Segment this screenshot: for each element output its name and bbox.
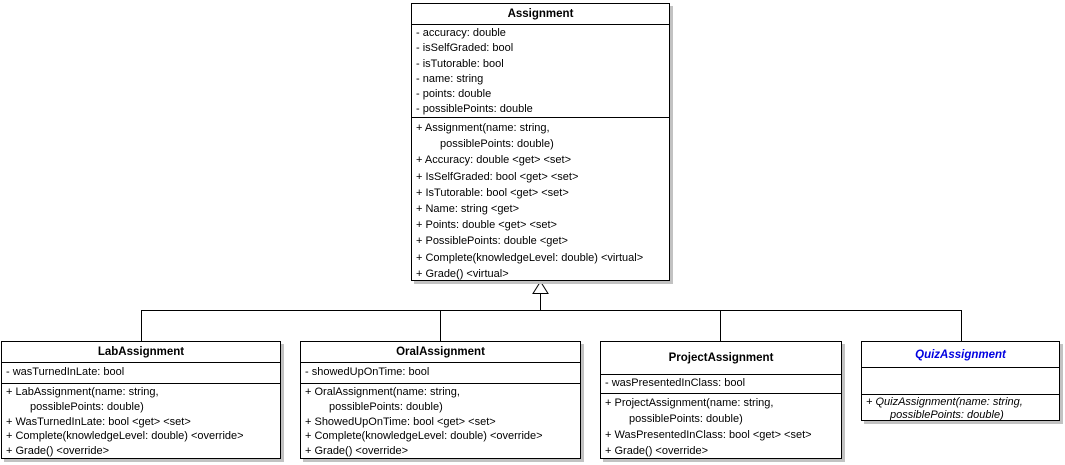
member-line: + PossiblePoints: double <get> [416,235,568,248]
connector-drop-oralassignment[interactable] [440,310,441,341]
generalization-rail-line[interactable] [141,310,962,311]
class-title: OralAssignment [301,342,580,363]
member-line: + WasPresentedInClass: bool <get> <set> [605,429,812,441]
member-line: + Accuracy: double <get> <set> [416,154,572,167]
member-line: + Points: double <get> <set> [416,219,557,232]
member-line: + Assignment(name: string, [416,122,550,134]
attributes-compartment: - wasPresentedInClass: bool [601,375,841,394]
generalization-stem-line[interactable] [540,293,541,311]
class-box-oralassignment[interactable]: OralAssignment - showedUpOnTime: bool + … [300,341,581,459]
member-line: + ProjectAssignment(name: string, [605,397,774,409]
member-line: - showedUpOnTime: bool [305,366,430,378]
class-box-assignment[interactable]: Assignment - accuracy: double - isSelfGra… [411,3,670,281]
methods-compartment: + Assignment(name: string, possiblePoints… [412,118,669,280]
methods-compartment: + OralAssignment(name: string, possiblePo… [301,384,580,458]
class-box-projectassignment[interactable]: ProjectAssignment - wasPresentedInClass:… [600,341,842,459]
attributes-compartment: - wasTurnedInLate: bool [2,363,280,384]
member-line: + WasTurnedInLate: bool <get> <set> [6,415,191,428]
member-line: + Complete(knowledgeLevel: double) <over… [305,430,543,443]
class-title: ProjectAssignment [601,342,841,375]
attributes-compartment: - showedUpOnTime: bool [301,363,580,384]
member-line: - name: string [416,72,484,85]
member-line: + Complete(knowledgeLevel: double) <over… [6,430,244,443]
attributes-compartment: - accuracy: double - isSelfGraded: bool - … [412,25,669,118]
member-line: - isSelfGraded: bool [416,42,514,55]
member-line: - wasPresentedInClass: bool [605,377,746,389]
member-line: possiblePoints: double) [329,400,443,413]
member-line: - possiblePoints: double [416,103,533,116]
connector-drop-labassignment[interactable] [141,310,142,341]
member-line: possiblePoints: double) [890,408,1004,421]
methods-compartment: + ProjectAssignment(name: string, possibl… [601,394,841,458]
member-line: + QuizAssignment(name: string, [866,396,1023,408]
connector-drop-projectassignment[interactable] [720,310,721,341]
member-line: possiblePoints: double) [30,400,144,413]
member-line: + Grade() <override> [305,445,409,458]
member-line: + LabAssignment(name: string, [6,386,159,398]
member-line: - wasTurnedInLate: bool [6,366,125,378]
member-line: + OralAssignment(name: string, [305,386,460,398]
member-line: - accuracy: double [416,27,506,39]
member-line: + ShowedUpOnTime: bool <get> <set> [305,415,496,428]
class-box-labassignment[interactable]: LabAssignment - wasTurnedInLate: bool + … [1,341,281,459]
member-line: + Grade() <override> [605,445,709,457]
member-line: + Grade() <virtual> [416,267,509,280]
member-line: + Name: string <get> [416,203,520,216]
methods-compartment: + QuizAssignment(name: string,possiblePo… [862,395,1059,420]
class-box-quizassignment[interactable]: QuizAssignment + QuizAssignment(name: st… [861,341,1060,421]
methods-compartment: + LabAssignment(name: string, possiblePoi… [2,384,280,458]
member-line: - isTutorable: bool [416,57,504,70]
member-line: + IsSelfGraded: bool <get> <set> [416,170,579,183]
member-line: + Grade() <override> [6,445,110,458]
member-line: possiblePoints: double) [629,413,743,425]
class-title: Assignment [412,4,669,25]
member-line: + Complete(knowledgeLevel: double) <virt… [416,251,644,264]
member-line: - points: double [416,88,492,101]
attributes-compartment [862,368,1059,395]
connector-drop-quizassignment[interactable] [961,310,962,341]
class-title: QuizAssignment [862,342,1059,368]
member-line: + IsTutorable: bool <get> <set> [416,186,569,199]
member-line: possiblePoints: double) [440,138,554,151]
class-title: LabAssignment [2,342,280,363]
